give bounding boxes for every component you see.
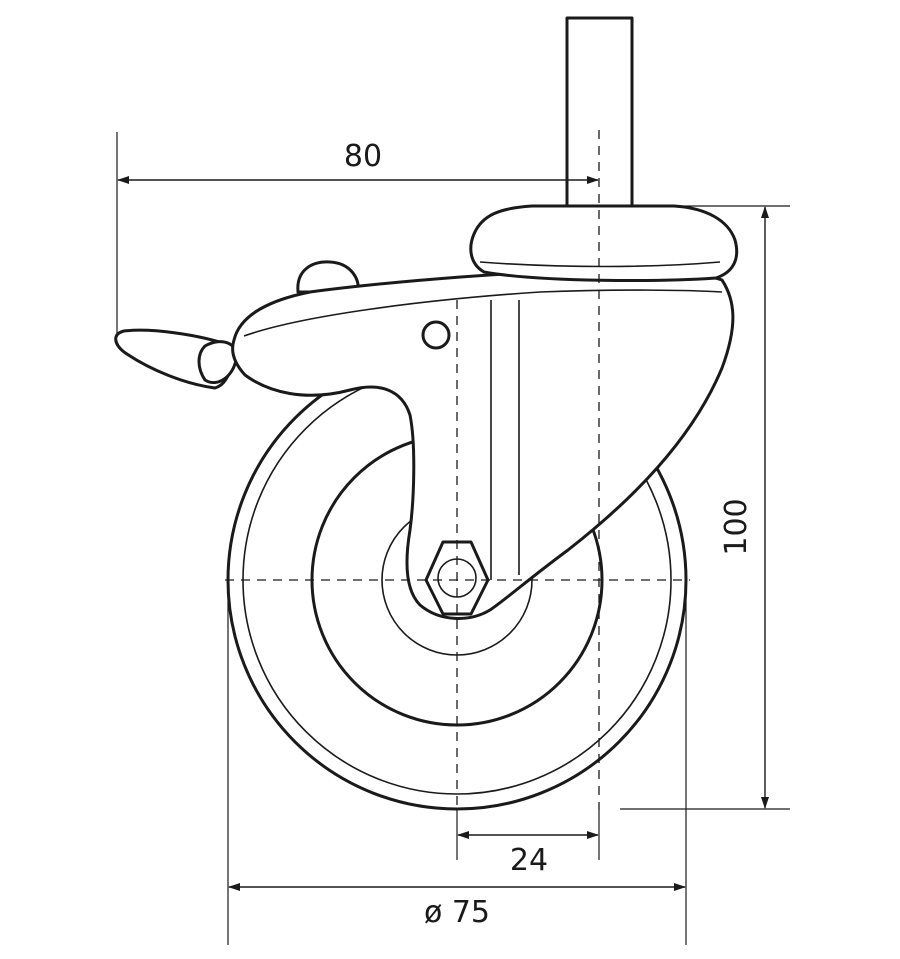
dimension-labels: 80 100 24 ø 75 [344, 139, 754, 930]
fork-body [231, 269, 735, 620]
fork-top-edge [243, 289, 723, 337]
brake-pedal-collar [197, 340, 239, 384]
dim-label-100: 100 [719, 498, 754, 555]
center-lines [225, 130, 690, 810]
dim-label-75: ø 75 [424, 895, 490, 930]
brake-lever [114, 260, 360, 390]
dim-label-24: 24 [510, 843, 548, 878]
top-plate-body [469, 204, 739, 282]
dim-label-80: 80 [344, 139, 382, 174]
pivot-hole [421, 320, 451, 350]
fork-housing [231, 269, 735, 620]
top-plate [469, 204, 739, 282]
brake-knob [296, 260, 360, 294]
dimension-lines [117, 176, 769, 891]
top-plate-inner-line [479, 261, 721, 268]
